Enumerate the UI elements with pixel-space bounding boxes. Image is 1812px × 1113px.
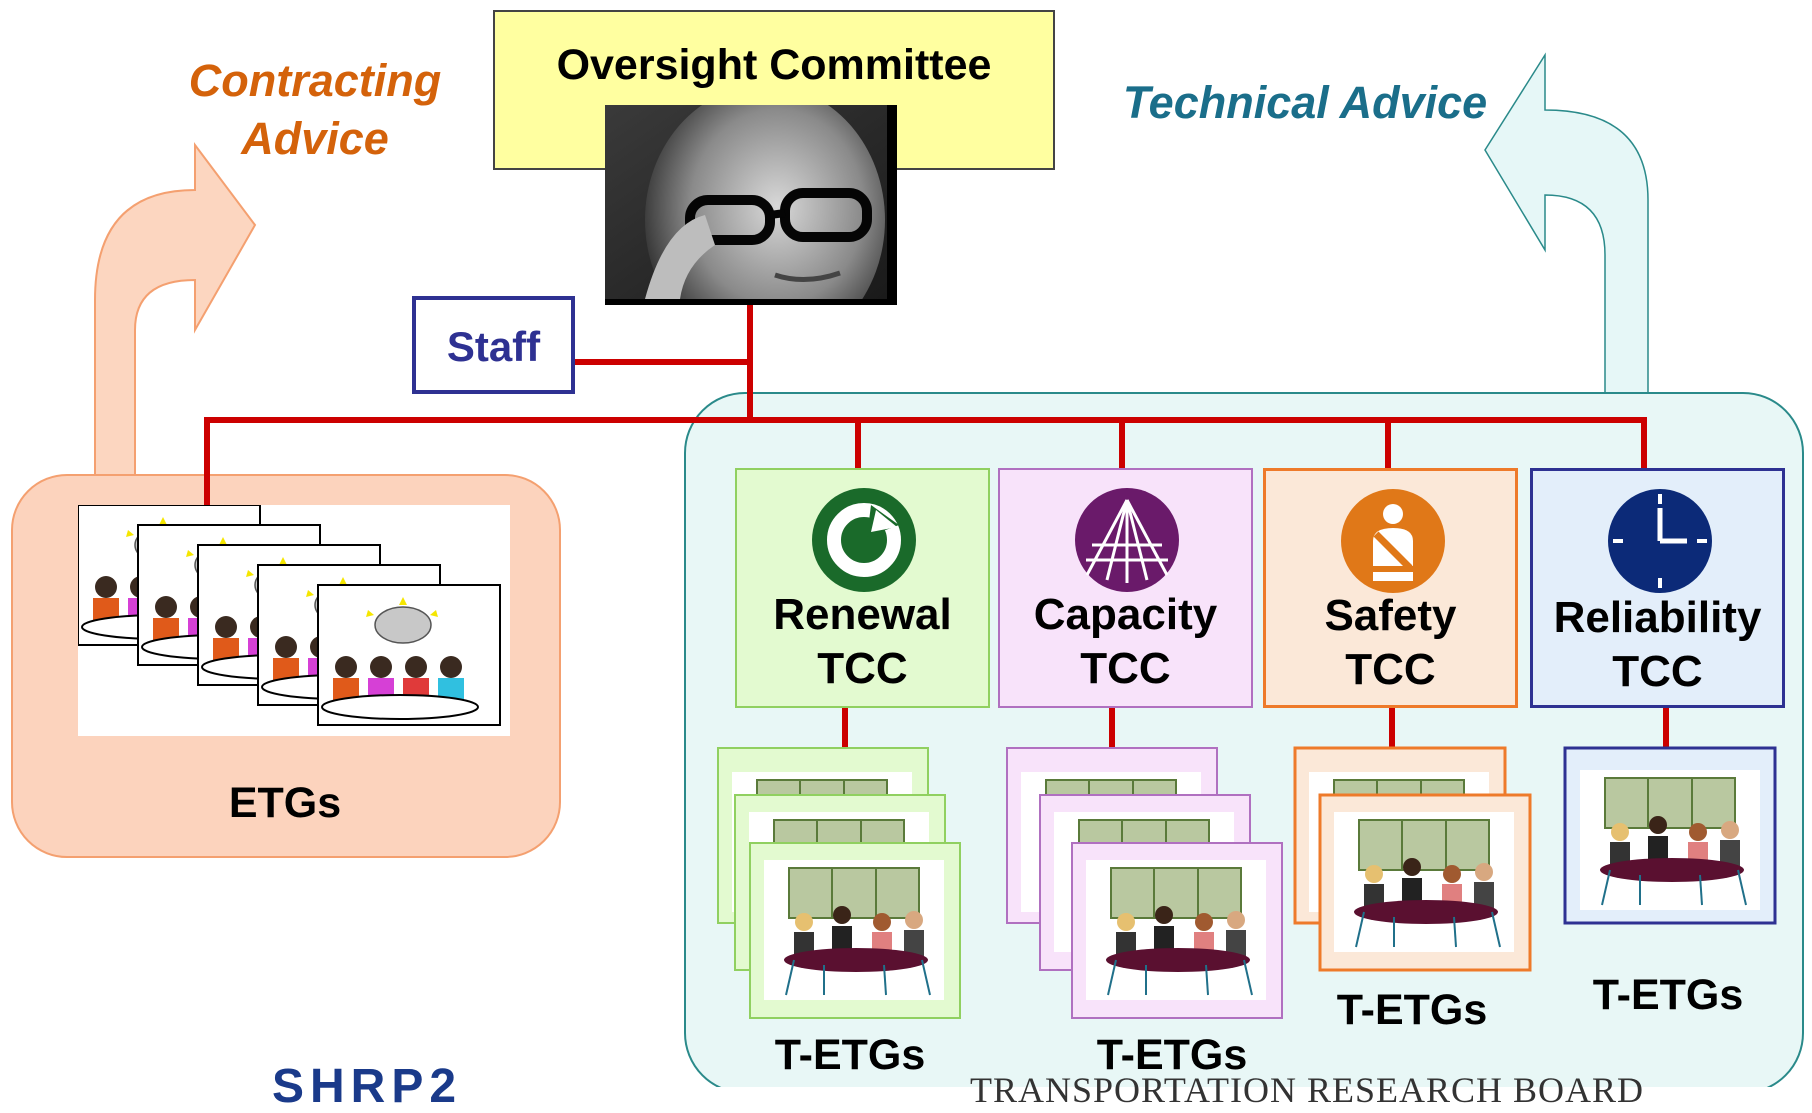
etgs-cartoon-stack [78, 505, 510, 736]
tcc-box-renewal: Renewal TCC [735, 468, 990, 708]
tcc-box-safety: Safety TCC [1263, 468, 1518, 708]
oversight-portrait [605, 105, 897, 305]
tetg-label-reliability: T-ETGs [1592, 971, 1744, 1019]
contracting-advice-label: Contracting Advice [160, 52, 470, 168]
trb-logo-text: TRANSPORTATION RESEARCH BOARD [970, 1070, 1645, 1110]
oversight-committee-title: Oversight Committee [556, 41, 992, 89]
seatbelt-icon [1341, 489, 1445, 593]
etgs-cartoon-image [78, 505, 501, 726]
contracting-advice-line2: Advice [241, 113, 389, 164]
technical-advice-arrow [1484, 52, 1649, 401]
staff-box: Staff [412, 296, 575, 394]
tetg-label-capacity: T-ETGs [1096, 1031, 1248, 1079]
etgs-label: ETGs [228, 779, 342, 827]
technical-advice-label: Technical Advice [1122, 77, 1488, 128]
contracting-advice-line1: Contracting [188, 55, 442, 106]
tcc-suffix-reliability: TCC [1612, 647, 1703, 696]
capacity-highway-icon [1075, 488, 1179, 592]
tetg-label-renewal: T-ETGs [774, 1031, 926, 1079]
trb-logo: TRANSPORTATION RESEARCH BOARD [970, 1070, 1750, 1110]
portrait-image [605, 105, 887, 299]
tcc-name-renewal: Renewal [773, 590, 952, 639]
tcc-suffix-safety: TCC [1345, 645, 1436, 694]
tcc-name-safety: Safety [1324, 591, 1457, 640]
renewal-arrow-icon [812, 488, 916, 592]
tcc-suffix-capacity: TCC [1080, 644, 1171, 693]
staff-label: Staff [446, 323, 541, 370]
tcc-box-capacity: Capacity TCC [998, 468, 1253, 708]
shrp2-logo: SHRP2 [272, 1062, 642, 1112]
tcc-name-capacity: Capacity [1033, 590, 1218, 639]
clock-icon [1608, 489, 1712, 593]
tetg-label-safety: T-ETGs [1336, 986, 1488, 1034]
tcc-name-reliability: Reliability [1553, 593, 1762, 642]
tcc-suffix-renewal: TCC [817, 644, 908, 693]
contracting-advice-arrow [94, 142, 257, 481]
org-connectors [204, 300, 1669, 748]
tcc-box-reliability: Reliability TCC [1530, 468, 1785, 708]
